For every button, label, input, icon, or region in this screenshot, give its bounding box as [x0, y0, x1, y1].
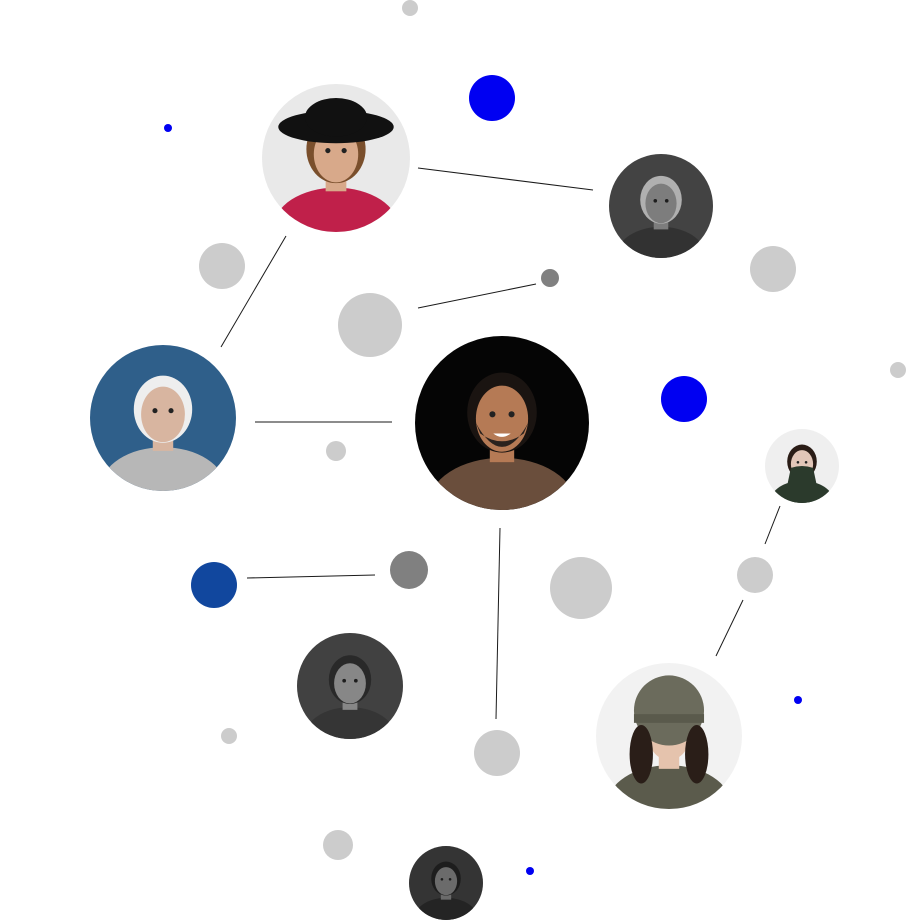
connection-line	[220, 235, 287, 348]
dot-light	[890, 362, 906, 378]
avatar-eye	[152, 408, 158, 414]
avatar-eye	[796, 461, 800, 464]
beanie-icon	[633, 675, 705, 746]
avatar-face	[141, 386, 185, 443]
dot-light	[402, 0, 418, 16]
avatar-eye	[448, 878, 452, 881]
beard-icon	[475, 423, 529, 447]
dot-blue	[794, 696, 802, 704]
avatar-clothing	[304, 707, 396, 739]
dot-mid	[541, 269, 559, 287]
avatar-eye	[440, 878, 444, 881]
avatar-eye	[342, 678, 347, 683]
avatar-woman-knit-hat[interactable]	[596, 663, 742, 845]
avatar-person-blonde-mono[interactable]	[609, 154, 713, 284]
smile-icon	[493, 433, 511, 437]
face-cover-icon	[783, 466, 821, 503]
dot-blue	[661, 376, 707, 422]
connection-line	[417, 167, 594, 191]
dot-mid	[390, 551, 428, 589]
avatar-eye	[341, 148, 347, 154]
dot-light	[323, 830, 353, 860]
avatar-eye	[325, 148, 331, 154]
avatar-face	[475, 385, 529, 452]
avatar-eye	[664, 198, 669, 203]
dot-light	[550, 557, 612, 619]
avatar-woman-covered-face[interactable]	[765, 429, 839, 522]
avatar-eye	[508, 411, 515, 418]
avatar-woman-black-hat[interactable]	[262, 84, 410, 269]
avatar-woman-mono[interactable]	[297, 633, 403, 765]
connection-lines	[220, 167, 781, 720]
avatar-nodes	[90, 84, 839, 923]
avatar-clothing	[428, 457, 576, 510]
avatar-eye	[353, 678, 358, 683]
dot-navy	[191, 562, 237, 608]
dot-blue	[164, 124, 172, 132]
avatar-face	[334, 663, 366, 704]
avatar-eye	[804, 461, 808, 464]
dot-light	[221, 728, 237, 744]
avatar-hair	[685, 725, 709, 784]
avatar-shade	[297, 633, 403, 739]
avatar-eye	[168, 408, 174, 414]
avatar-hair	[629, 725, 653, 784]
dot-light	[338, 293, 402, 357]
avatar-shade	[409, 846, 483, 920]
dot-light	[326, 441, 346, 461]
connection-line	[715, 599, 744, 657]
dot-light	[474, 730, 520, 776]
avatar-clothing	[616, 226, 706, 258]
decorative-dots	[164, 0, 906, 875]
avatar-bearded-man[interactable]	[415, 336, 589, 554]
avatar-shade	[609, 154, 713, 258]
avatar-person-dark-mono[interactable]	[409, 846, 483, 923]
dot-light	[750, 246, 796, 292]
avatar-clothing	[100, 447, 226, 491]
avatar-eye	[653, 198, 658, 203]
connection-line	[764, 505, 781, 545]
connection-line	[246, 574, 376, 579]
beanie-band	[633, 714, 705, 723]
dot-light	[199, 243, 245, 289]
avatar-clothing	[273, 187, 399, 232]
avatar-clothing	[414, 897, 478, 920]
avatar-face	[434, 867, 458, 896]
dot-blue	[469, 75, 515, 121]
dot-blue	[526, 867, 534, 875]
avatar-elderly-man[interactable]	[90, 345, 236, 528]
connection-line	[417, 283, 537, 309]
dot-light	[737, 557, 773, 593]
avatar-face	[645, 183, 677, 224]
hat-crown	[304, 98, 368, 137]
avatar-eye	[489, 411, 496, 418]
avatar-clothing	[606, 765, 732, 809]
connection-line	[495, 527, 501, 720]
